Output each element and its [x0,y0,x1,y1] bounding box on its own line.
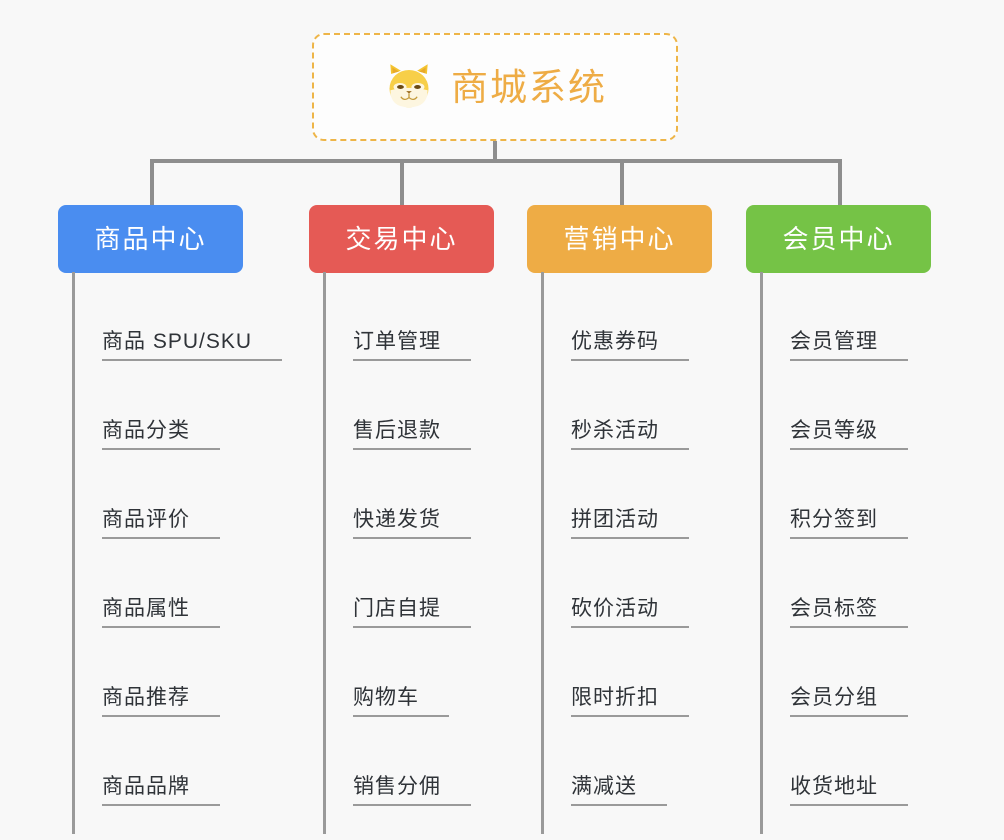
leaf-item[interactable]: 秒杀活动 [541,361,771,450]
leaf-item[interactable]: 门店自提 [323,539,553,628]
leaf-item[interactable]: 限时折扣 [541,628,771,717]
leaf-item[interactable]: 商品 SPU/SKU [72,272,302,361]
category-box-1[interactable]: 商品中心 [58,205,243,273]
leaf-item[interactable]: 购物车 [323,628,553,717]
connector-root-stem [493,141,497,162]
category-label: 营销中心 [563,224,676,254]
category-label: 交易中心 [345,224,458,254]
connector-drop-1 [150,159,154,205]
leaf-label: 会员标签 [790,598,908,628]
leaf-label: 满减送 [571,776,667,806]
leaf-item[interactable]: 会员标签 [760,539,990,628]
connector-drop-3 [620,159,624,205]
connector-drop-4 [838,159,842,205]
leaf-item[interactable]: 积分签到 [760,450,990,539]
leaf-label: 会员分组 [790,687,908,717]
leaf-label: 商品分类 [102,420,220,450]
leaf-spine [323,272,326,834]
leaf-item[interactable]: 砍价活动 [541,539,771,628]
leaf-item[interactable]: 商品评价 [72,450,302,539]
leaf-item[interactable]: 会员分组 [760,628,990,717]
leaf-label: 砍价活动 [571,598,689,628]
connector-drop-2 [400,159,404,205]
leaf-label: 售后退款 [353,420,471,450]
leaf-item[interactable]: 满减送 [541,717,771,806]
leaf-label: 秒杀活动 [571,420,689,450]
leaf-label: 订单管理 [353,331,471,361]
leaf-label: 商品 SPU/SKU [102,331,283,361]
leaf-column-4: 会员管理 会员等级 积分签到 会员标签 会员分组 收货地址 [760,272,990,834]
leaf-label: 门店自提 [353,598,471,628]
leaf-item[interactable]: 快递发货 [323,450,553,539]
category-label: 商品中心 [94,224,207,254]
shiba-inu-icon [389,64,429,108]
leaf-item[interactable]: 商品分类 [72,361,302,450]
category-box-3[interactable]: 营销中心 [527,205,712,273]
category-box-4[interactable]: 会员中心 [746,205,931,273]
leaf-column-2: 订单管理 售后退款 快递发货 门店自提 购物车 销售分佣 [323,272,553,834]
leaf-item[interactable]: 商品属性 [72,539,302,628]
leaf-label: 商品品牌 [102,776,220,806]
leaf-label: 商品评价 [102,509,220,539]
leaf-item[interactable]: 优惠券码 [541,272,771,361]
leaf-label: 商品属性 [102,598,220,628]
leaf-label: 会员管理 [790,331,908,361]
leaf-label: 购物车 [353,687,449,717]
leaf-label: 限时折扣 [571,687,689,717]
root-title: 商城系统 [451,66,607,108]
leaf-item[interactable]: 会员等级 [760,361,990,450]
leaf-item[interactable]: 商品品牌 [72,717,302,806]
leaf-spine [72,272,75,834]
leaf-spine [541,272,544,834]
leaf-item[interactable]: 拼团活动 [541,450,771,539]
leaf-item[interactable]: 售后退款 [323,361,553,450]
category-label: 会员中心 [782,224,895,254]
leaf-item[interactable]: 会员管理 [760,272,990,361]
root-node[interactable]: 商城系统 [312,33,678,141]
leaf-item[interactable]: 商品推荐 [72,628,302,717]
leaf-spine [760,272,763,834]
leaf-label: 会员等级 [790,420,908,450]
leaf-item[interactable]: 销售分佣 [323,717,553,806]
leaf-label: 收货地址 [790,776,908,806]
leaf-column-3: 优惠券码 秒杀活动 拼团活动 砍价活动 限时折扣 满减送 [541,272,771,834]
leaf-item[interactable]: 订单管理 [323,272,553,361]
leaf-label: 快递发货 [353,509,471,539]
leaf-label: 拼团活动 [571,509,689,539]
leaf-label: 积分签到 [790,509,908,539]
leaf-label: 销售分佣 [353,776,471,806]
leaf-label: 优惠券码 [571,331,689,361]
category-box-2[interactable]: 交易中心 [309,205,494,273]
connector-horizontal-bus [150,159,842,163]
leaf-label: 商品推荐 [102,687,220,717]
leaf-column-1: 商品 SPU/SKU 商品分类 商品评价 商品属性 商品推荐 商品品牌 [72,272,302,834]
leaf-item[interactable]: 收货地址 [760,717,990,806]
